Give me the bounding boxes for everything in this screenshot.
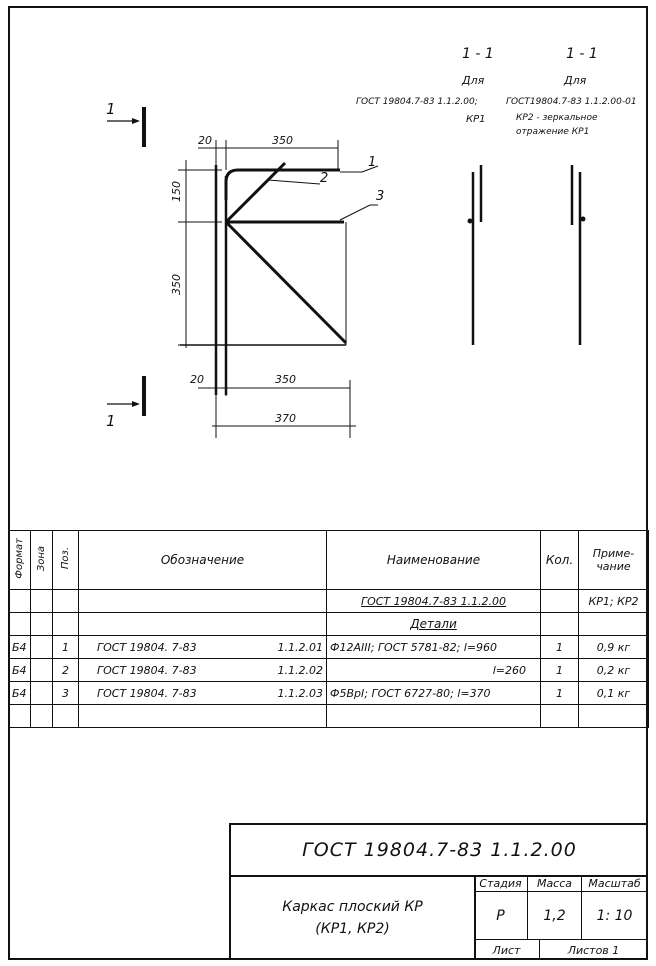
document-name: Каркас плоский КР (КР1, КР2) xyxy=(231,875,476,960)
section-marker-bottom: 1 xyxy=(106,376,146,430)
dimension-left xyxy=(178,160,222,348)
svg-text:отражение КР1: отражение КР1 xyxy=(516,127,589,137)
svg-text:Для: Для xyxy=(461,74,485,87)
svg-text:КР1: КР1 xyxy=(466,114,486,125)
svg-text:20: 20 xyxy=(198,134,212,147)
diagonal-rod-2 xyxy=(224,161,287,224)
svg-text:20: 20 xyxy=(190,373,204,386)
svg-text:350: 350 xyxy=(170,274,183,295)
svg-text:ГОСТ 19804.7-83 1.1.2.00;: ГОСТ 19804.7-83 1.1.2.00; xyxy=(356,97,478,107)
svg-text:2: 2 xyxy=(320,171,328,186)
svg-text:КР2 - зеркальное: КР2 - зеркальное xyxy=(516,113,598,123)
frame-drawing: 1 1 20 350 150 350 xyxy=(106,46,637,438)
title-block: ГОСТ 19804.7-83 1.1.2.00 Каркас плоский … xyxy=(229,823,648,960)
svg-text:3: 3 xyxy=(376,189,384,204)
svg-text:350: 350 xyxy=(272,134,293,147)
header-designation: Обозначение xyxy=(78,530,327,590)
dimension-bottom xyxy=(198,380,356,438)
assembly-ref: ГОСТ 19804.7-83 1.1.2.00 xyxy=(326,589,541,613)
dimension-top xyxy=(198,140,339,170)
section-view-1: 1 - 1 Для ГОСТ 19804.7-83 1.1.2.00; КР1 xyxy=(356,46,494,345)
document-code: ГОСТ 19804.7-83 1.1.2.00 xyxy=(231,825,648,877)
header-pos: Поз. xyxy=(52,530,79,590)
header-qty: Кол. xyxy=(540,530,579,590)
callout-leaders xyxy=(267,165,379,221)
title-block-grid: Стадия Масса Масштаб Р 1,2 1: 10 Лист Ли… xyxy=(474,875,648,960)
svg-text:1 - 1: 1 - 1 xyxy=(566,46,598,62)
section-title-details: Детали xyxy=(326,612,541,636)
svg-text:1: 1 xyxy=(368,155,376,170)
header-name: Наименование xyxy=(326,530,541,590)
header-zone: Зона xyxy=(30,530,53,590)
svg-text:1: 1 xyxy=(106,412,116,430)
table-row: Детали xyxy=(8,612,649,636)
assembly-note: КР1; КР2 xyxy=(578,589,649,613)
header-format: Формат xyxy=(8,530,31,590)
specification-table: Формат Зона Поз. Обозначение Наименовани… xyxy=(8,530,649,728)
section-view-2: 1 - 1 Для ГОСТ19804.7-83 1.1.2.00-01 КР2… xyxy=(506,46,637,345)
svg-text:ГОСТ19804.7-83 1.1.2.00-01: ГОСТ19804.7-83 1.1.2.00-01 xyxy=(506,97,637,107)
svg-text:150: 150 xyxy=(170,181,183,202)
drawing-sheet-frame xyxy=(8,6,648,960)
table-row: ГОСТ 19804.7-83 1.1.2.00 КР1; КР2 xyxy=(8,589,649,613)
section-marker-top: 1 xyxy=(106,100,146,147)
svg-text:1 - 1: 1 - 1 xyxy=(462,46,494,62)
table-header-row: Формат Зона Поз. Обозначение Наименовани… xyxy=(8,530,649,590)
svg-text:Для: Для xyxy=(563,74,587,87)
header-note: Приме-чание xyxy=(578,530,649,590)
diagonal-rod-long xyxy=(224,220,348,345)
svg-text:350: 350 xyxy=(275,373,296,386)
table-row xyxy=(8,704,649,728)
top-rod-1 xyxy=(224,168,340,200)
svg-text:1: 1 xyxy=(106,100,116,118)
svg-text:370: 370 xyxy=(275,412,296,425)
